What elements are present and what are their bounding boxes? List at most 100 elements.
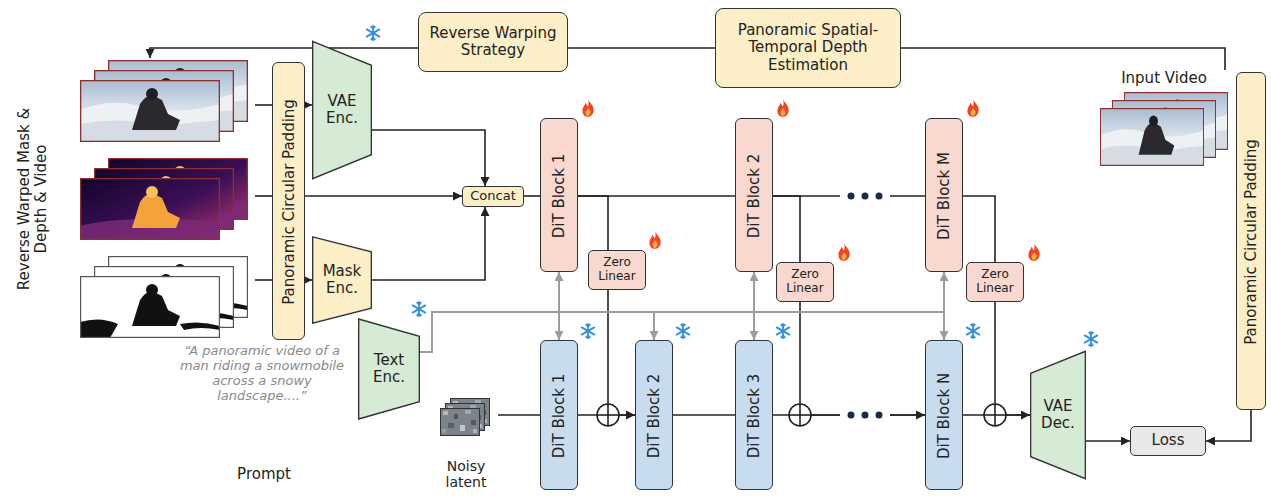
image-stack: Input Video — [1098, 70, 1230, 168]
zero-linear-box: Zero Linear — [966, 262, 1024, 302]
sum-symbol — [799, 404, 801, 426]
trainable-block: DiT Block M — [925, 118, 963, 272]
decoder-trapezoid: VAE Dec. — [1030, 350, 1086, 480]
encoder-trapezoid: VAE Enc. — [312, 40, 372, 180]
video-frame — [80, 80, 220, 142]
connector — [150, 48, 418, 58]
frozen-snowflake-icon — [677, 324, 690, 338]
connector — [1206, 410, 1251, 441]
sum-symbol — [597, 404, 619, 426]
connector — [608, 290, 635, 415]
trainable-flame-icon — [777, 99, 788, 117]
node-label: Panoramic Circular Padding — [281, 99, 298, 305]
connector — [773, 196, 800, 262]
connector — [578, 196, 608, 250]
noise-frame — [440, 408, 480, 436]
frozen-snowflake-icon — [1085, 332, 1098, 346]
frozen-block: DiT Block 2 — [635, 340, 673, 490]
image-stack: Noisy latent — [434, 396, 498, 490]
node-label: DiT Block 1 — [551, 374, 568, 459]
ellipsis-dots — [862, 412, 869, 419]
warped-video-frames — [80, 60, 248, 142]
sum-symbol — [984, 404, 1006, 426]
trainable-flame-icon — [582, 99, 593, 117]
node-label: DiT Block 2 — [746, 154, 763, 239]
ellipsis-dots — [862, 193, 869, 200]
connector — [578, 414, 635, 416]
zero-linear-box: Zero Linear — [776, 262, 834, 302]
sum-symbol — [597, 404, 619, 426]
frozen-snowflake-icon — [582, 324, 595, 338]
text-condition-arrow — [420, 312, 559, 352]
node-label: Reverse Warping Strategy — [419, 25, 567, 60]
trainable-block: DiT Block 1 — [540, 118, 578, 272]
text-condition-arrow — [420, 312, 944, 352]
node-label: Reverse Warped Mask & Depth & Video — [16, 99, 51, 299]
trapezoid-outline — [1031, 351, 1086, 478]
connector — [524, 195, 540, 197]
node-label: DiT Block M — [936, 152, 953, 240]
node-label: Zero Linear — [777, 268, 833, 296]
trapezoid-outline — [359, 319, 420, 419]
trainable-flame-icon — [649, 231, 660, 249]
connector — [305, 279, 312, 281]
connector — [800, 302, 925, 415]
connector — [995, 302, 1030, 415]
ellipsis-dots — [840, 187, 890, 205]
ellipsis-dots — [840, 406, 890, 424]
frozen-block: DiT Block N — [925, 340, 963, 490]
connector — [255, 104, 272, 106]
connector — [255, 279, 272, 281]
depth-frame — [80, 178, 220, 240]
caption-text: Prompt — [214, 466, 314, 483]
node-label: Concat — [463, 189, 523, 204]
connector — [963, 196, 995, 262]
connector — [1086, 440, 1130, 442]
concat-box: Concat — [462, 186, 524, 207]
node-label: Panoramic Circular Padding — [1243, 139, 1260, 345]
trainable-flame-icon — [838, 243, 849, 261]
ellipsis-dots — [876, 193, 883, 200]
node-label: Noisy latent — [434, 458, 498, 490]
connector — [255, 195, 272, 197]
trainable-flame-icon — [1028, 243, 1039, 261]
trapezoid-outline — [313, 41, 372, 178]
zero-linear-box: Zero Linear — [588, 250, 646, 290]
padding-bar: Panoramic Circular Padding — [1236, 72, 1266, 410]
frozen-snowflake-icon — [413, 302, 426, 316]
connector — [372, 207, 485, 280]
sum-symbol — [607, 404, 609, 426]
frozen-snowflake-icon — [367, 26, 380, 40]
trapezoid-outline — [313, 237, 372, 323]
node-label: DiT Block 1 — [551, 154, 568, 239]
node-label: Input Video — [1098, 70, 1230, 87]
ellipsis-dots — [848, 412, 855, 419]
connector — [673, 414, 735, 416]
sum-symbol — [789, 404, 811, 426]
connector — [498, 414, 540, 416]
ellipsis-dots — [848, 193, 855, 200]
mask-frames — [80, 256, 248, 338]
connector — [963, 414, 1030, 416]
video-frame — [1100, 108, 1204, 166]
sum-symbol — [994, 404, 996, 426]
input-video-frames — [1100, 92, 1228, 166]
depth-frames — [80, 158, 248, 240]
frozen-snowflake-icon — [777, 324, 790, 338]
loss-box: Loss — [1130, 426, 1206, 456]
ellipsis-dots — [876, 412, 883, 419]
connector — [568, 47, 715, 49]
process-box: Panoramic Spatial-Temporal Depth Estimat… — [715, 8, 901, 88]
node-label: VAE Enc. — [312, 93, 372, 128]
ellipsis-dots — [840, 187, 890, 205]
node-label: DiT Block N — [936, 373, 953, 459]
node-label: Mask Enc. — [312, 263, 372, 298]
node-label: Zero Linear — [589, 256, 645, 284]
process-box: Reverse Warping Strategy — [418, 12, 568, 72]
connector — [901, 48, 1225, 70]
sum-symbol — [984, 404, 1006, 426]
node-label: DiT Block 3 — [746, 374, 763, 459]
node-label: Loss — [1131, 432, 1205, 449]
